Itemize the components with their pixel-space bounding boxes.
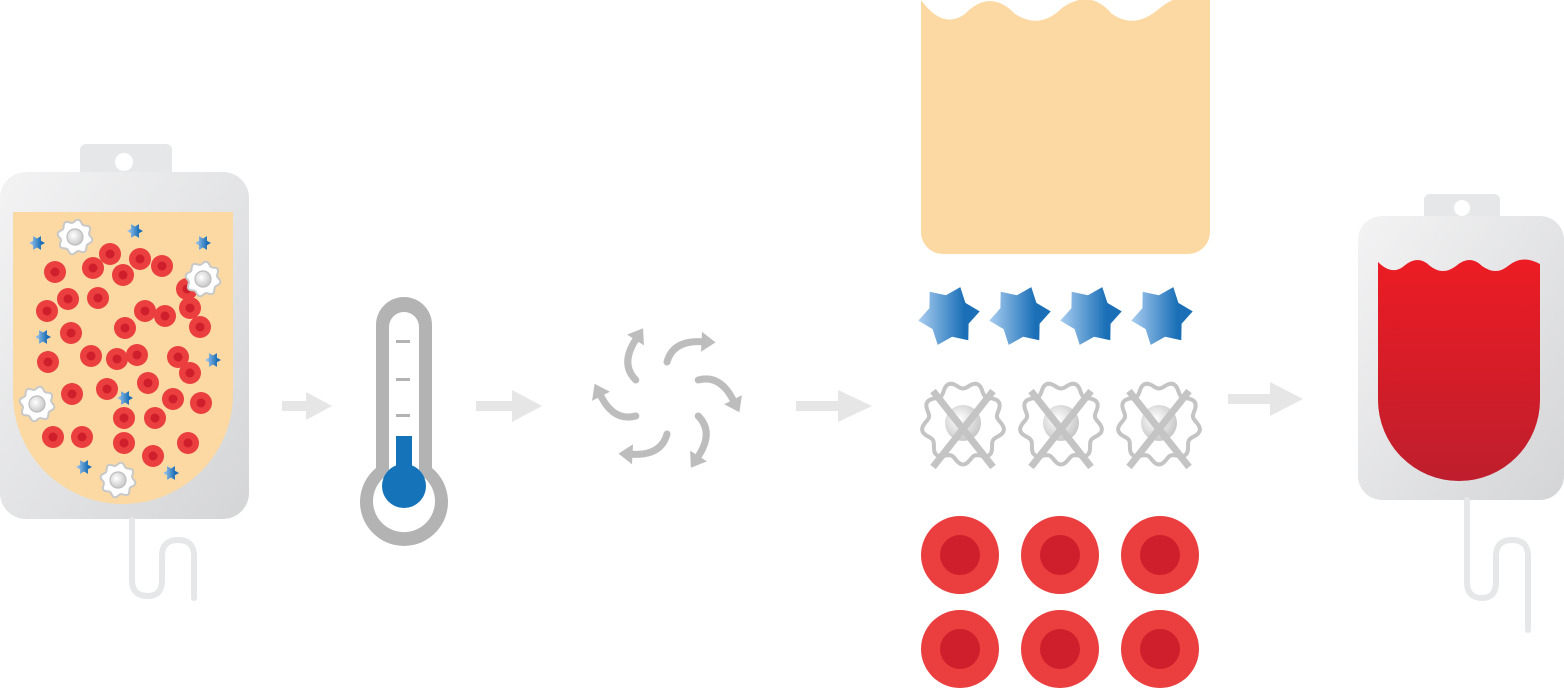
red-cell-icon — [42, 426, 64, 448]
white-cell-icon — [56, 218, 94, 256]
arrow-right-icon — [282, 392, 332, 420]
red-cell-icon — [137, 372, 159, 394]
red-cell-icon — [112, 264, 134, 286]
red-cell-icon — [113, 432, 135, 454]
red-cell-icon — [1121, 610, 1199, 688]
curved-arrow-icon — [624, 328, 644, 384]
arrow-right-icon — [796, 390, 872, 422]
white-cell-removed-icon — [1018, 381, 1104, 470]
white-cell-removed-icon — [1116, 381, 1202, 470]
red-cell-icon — [921, 516, 999, 594]
red-cell-icon — [151, 255, 173, 277]
red-cell-bag — [1358, 194, 1564, 633]
whole-blood-bag — [0, 144, 249, 601]
thermometer-icon — [359, 297, 449, 546]
platelet-icon — [117, 391, 133, 405]
red-cell-icon — [1021, 516, 1099, 594]
platelet-icon — [195, 236, 211, 250]
red-cell-icon — [134, 300, 156, 322]
flow-arrows — [282, 382, 1303, 422]
platelets-row — [918, 287, 1193, 345]
red-cell-icon — [44, 261, 66, 283]
red-cell-icon — [106, 348, 128, 370]
hanger-hole-icon — [1454, 200, 1470, 216]
red-cell-icon — [1021, 610, 1099, 688]
red-cell-icon — [179, 362, 201, 384]
red-cell-icon — [61, 383, 83, 405]
hanger-hole-icon — [115, 153, 133, 171]
red-cell-icon — [80, 345, 102, 367]
red-cell-icon — [57, 288, 79, 310]
red-cell-icon — [126, 344, 148, 366]
platelet-icon — [989, 287, 1051, 345]
red-cell-icon — [162, 388, 184, 410]
bag-tube — [129, 517, 197, 601]
red-cell-icon — [154, 305, 176, 327]
platelet-icon — [127, 224, 143, 238]
arrow-right-icon — [1228, 382, 1303, 416]
red-cell-icon — [1121, 516, 1199, 594]
plasma-layer — [921, 0, 1210, 254]
platelet-icon — [1131, 287, 1193, 345]
red-cell-icon — [96, 378, 118, 400]
red-cell-icon — [179, 297, 201, 319]
red-cell-icon — [82, 257, 104, 279]
white-cell-removed-icon — [920, 381, 1006, 470]
red-cell-icon — [87, 287, 109, 309]
platelet-icon — [918, 287, 980, 345]
cross-icon — [930, 388, 996, 470]
red-cell-icon — [60, 322, 82, 344]
platelet-icon — [76, 460, 92, 474]
white-cell-icon — [99, 461, 137, 499]
red-cell-icon — [37, 351, 59, 373]
cross-icon — [1126, 388, 1192, 470]
thermometer-bulb — [382, 464, 426, 508]
red-cell-concentrate — [1378, 259, 1540, 481]
separated-components — [918, 0, 1210, 688]
white-cell-icon — [18, 385, 56, 423]
curved-arrow-icon — [694, 375, 742, 413]
curved-arrow-icon — [618, 430, 671, 465]
red-cell-icon — [189, 316, 211, 338]
red-cell-icon — [129, 248, 151, 270]
red-cell-icon — [167, 346, 189, 368]
red-cell-icon — [177, 432, 199, 454]
curved-arrow-icon — [592, 383, 640, 421]
red-cell-icon — [190, 392, 212, 414]
spin-arrows-icon — [592, 328, 742, 468]
platelet-icon — [205, 353, 221, 367]
platelet-icon — [163, 466, 179, 480]
curved-arrow-icon — [690, 412, 710, 468]
red-cell-icon — [113, 407, 135, 429]
cross-icon — [1028, 388, 1094, 470]
red-cell-icon — [99, 243, 121, 265]
red-cell-icon — [921, 610, 999, 688]
red-cell-icon — [36, 300, 58, 322]
white-cell-icon — [184, 260, 222, 298]
red-cell-icon — [71, 426, 93, 448]
platelet-icon — [1060, 287, 1122, 345]
bag-tube — [1464, 497, 1531, 633]
red-cells-grid — [921, 516, 1199, 688]
red-cell-icon — [142, 445, 164, 467]
red-cell-icon — [144, 407, 166, 429]
white-cells-removed-row — [920, 381, 1202, 470]
curved-arrow-icon — [663, 331, 716, 366]
platelet-icon — [35, 330, 51, 344]
arrow-right-icon — [476, 390, 542, 422]
platelet-icon — [29, 236, 45, 250]
red-cell-icon — [114, 317, 136, 339]
whole-blood-cells — [18, 218, 222, 499]
